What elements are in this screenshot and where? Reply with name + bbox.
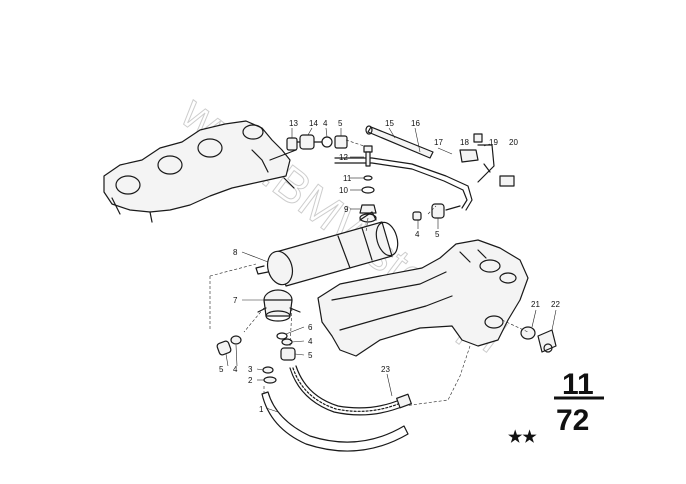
clamps-right: [459, 133, 515, 187]
callout-16: 16: [411, 119, 420, 128]
callout-3: 3: [248, 365, 253, 374]
left-fittings: [216, 335, 242, 356]
assembly-leaders: [209, 139, 529, 407]
fuel-filter-8: [255, 211, 399, 287]
callout-5-top: 5: [338, 119, 343, 128]
callout-6: 6: [308, 323, 313, 332]
callout-11: 11: [343, 174, 352, 183]
callout-15: 15: [385, 119, 394, 128]
callout-19: 19: [489, 138, 498, 147]
callout-17: 17: [434, 138, 443, 147]
callout-21: 21: [531, 300, 540, 309]
callout-2: 2: [248, 376, 253, 385]
callout-5-left: 5: [219, 365, 224, 374]
callout-14: 14: [309, 119, 318, 128]
callout-5-mid: 5: [435, 230, 440, 239]
fittings-21-22: [520, 326, 557, 353]
callout-10: 10: [339, 186, 348, 195]
sheet-number: 72: [556, 404, 589, 437]
callout-5-lower: 5: [308, 351, 313, 360]
callout-12: 12: [339, 153, 348, 162]
group-number: 11: [562, 368, 594, 401]
callout-13: 13: [289, 119, 298, 128]
callout-18: 18: [460, 138, 469, 147]
intake-manifold: [317, 239, 529, 357]
rating-stars: ★★: [508, 429, 537, 446]
callout-4-lower: 4: [308, 337, 313, 346]
callout-9: 9: [344, 205, 349, 214]
callout-1: 1: [259, 405, 264, 414]
group-sheet-block: 11 72 ★★: [508, 368, 604, 446]
fuel-hose-1: [261, 391, 409, 452]
hose-clips: [262, 366, 277, 384]
callout-leaders: [225, 127, 557, 413]
regulator-fittings: [276, 332, 296, 361]
callout-4-left: 4: [233, 365, 238, 374]
callout-22: 22: [551, 300, 560, 309]
callout-labels: 13 14 4 5 15 16 17 18 19 20 12 11 10 9 4…: [219, 119, 560, 414]
callout-4-mid: 4: [415, 230, 420, 239]
flexible-line-16: [334, 157, 473, 211]
pressure-regulator-7: [257, 289, 301, 322]
hose-fittings-upper: [412, 203, 461, 221]
callout-8: 8: [233, 248, 238, 257]
callout-20: 20: [509, 138, 518, 147]
callout-7: 7: [233, 296, 238, 305]
callout-4-top: 4: [323, 119, 328, 128]
braided-hose-23: [289, 365, 412, 416]
callout-23: 23: [381, 365, 390, 374]
pipe-15: [365, 125, 434, 159]
upper-fittings: [286, 134, 348, 151]
exhaust-manifold: [103, 120, 297, 223]
